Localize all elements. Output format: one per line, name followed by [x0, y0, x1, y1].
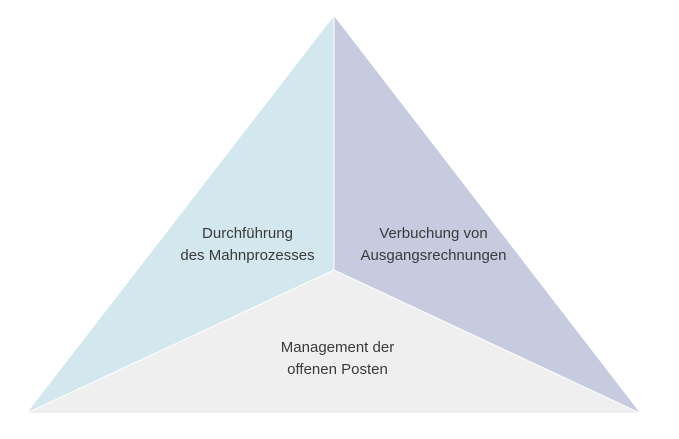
- segment-bottom-label-line-1: Management der: [280, 339, 395, 356]
- segment-bottom: [27, 270, 640, 413]
- segment-bottom-label-line-2: offenen Posten: [287, 361, 388, 378]
- segment-left-label: Durchführung des Mahnprozesses: [160, 223, 335, 267]
- divider-right: [333, 269, 641, 414]
- segment-right: [334, 16, 640, 413]
- segment-right-label-line-1: Verbuchung von: [379, 225, 488, 242]
- segment-left: [27, 16, 334, 413]
- segment-left-label-line-2: des Mahnprozesses: [180, 247, 315, 264]
- segment-right-label-line-2: Ausgangsrechnungen: [360, 247, 507, 264]
- segment-right-label: Verbuchung von Ausgangsrechnungen: [346, 223, 521, 267]
- segment-left-label-line-1: Durchführung: [202, 225, 293, 242]
- segment-bottom-label: Management der offenen Posten: [250, 337, 425, 381]
- divider-left: [26, 269, 335, 414]
